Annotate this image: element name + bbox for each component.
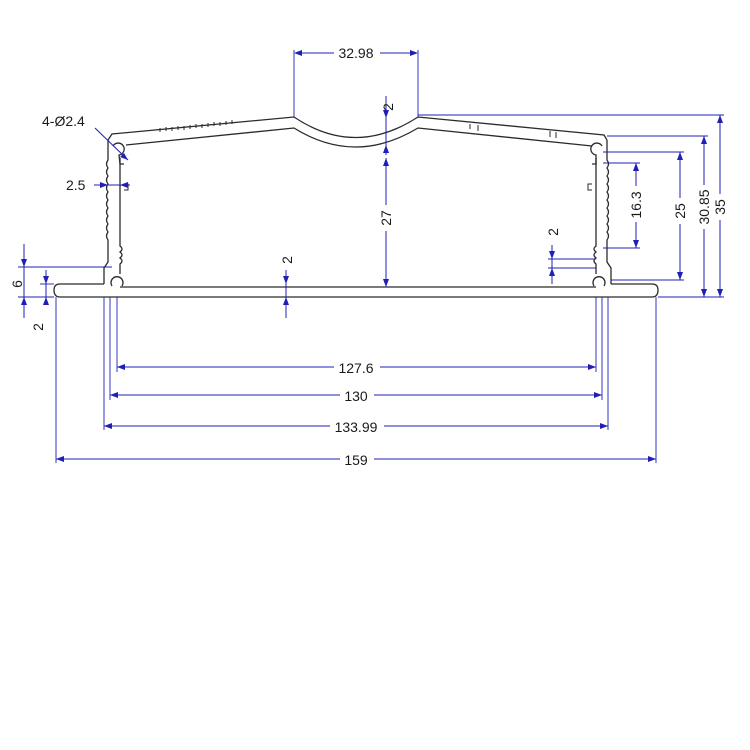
dim-side-wall-2-5: 2.5: [66, 177, 86, 193]
profile-outline: [53, 116, 659, 298]
left-wall-outer: [103, 140, 109, 284]
dim-right-25: 25: [672, 203, 688, 219]
left-wall-inner: [118, 158, 123, 274]
dim-right-30-85: 30.85: [696, 189, 712, 224]
right-top-hole: [590, 142, 603, 165]
dim-width-127-6: 127.6: [338, 360, 373, 376]
dim-32-98: 32.98: [338, 45, 373, 61]
top-outer-edge: [107, 116, 608, 141]
dim-width-159: 159: [344, 452, 368, 468]
dim-left-6: 6: [9, 280, 25, 288]
dim-left-2: 2: [30, 323, 46, 331]
top-ribs-left: [159, 120, 233, 132]
dim-hole-spec: 4-Ø2.4: [42, 113, 85, 129]
left-bottom-hole: [110, 276, 124, 287]
right-wall-outer: [606, 140, 612, 284]
dim-right-16-3: 16.3: [628, 191, 644, 218]
top-step-right: [469, 124, 557, 138]
right-wall-inner: [593, 158, 598, 274]
dim-right-slot-2: 2: [545, 228, 561, 236]
dim-width-133-99: 133.99: [335, 419, 378, 435]
left-top-hole: [112, 142, 125, 165]
dim-base-2: 2: [279, 256, 295, 264]
right-bottom-hole: [592, 276, 606, 287]
base-plate: [53, 283, 659, 298]
right-inner-tab: [587, 183, 592, 191]
dim-inner-height-27: 27: [378, 210, 394, 226]
dim-top-wall-2: 2: [380, 103, 396, 111]
dim-width-130: 130: [344, 388, 368, 404]
dimension-labels: 32.98 4-Ø2.4 2 2.5 27 2 6 2 2 16.3 25 30…: [9, 44, 730, 468]
top-inner-edge: [125, 127, 593, 148]
dim-right-35: 35: [712, 199, 728, 215]
